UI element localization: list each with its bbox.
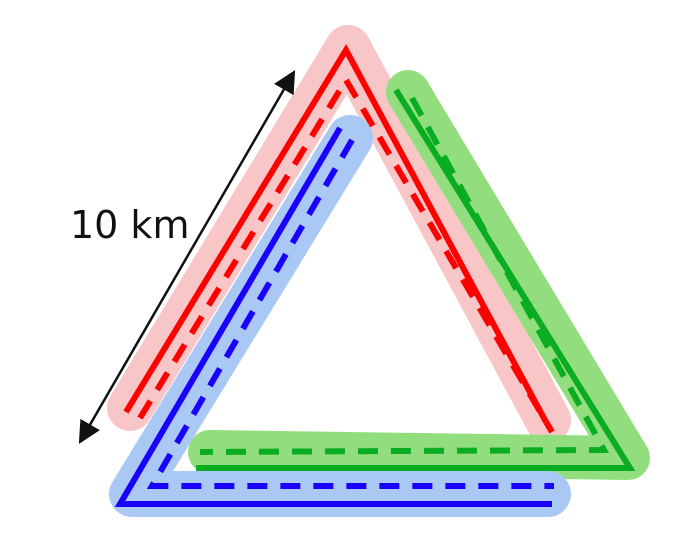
dimension-indicator: 10 km xyxy=(70,70,296,444)
dimension-arrow xyxy=(78,70,296,444)
dimension-label: 10 km xyxy=(70,203,189,247)
red-path-dashed-line xyxy=(137,74,555,434)
green-path-dashed-line xyxy=(199,96,610,455)
green-path-halo xyxy=(188,70,650,480)
green-path xyxy=(188,70,650,480)
